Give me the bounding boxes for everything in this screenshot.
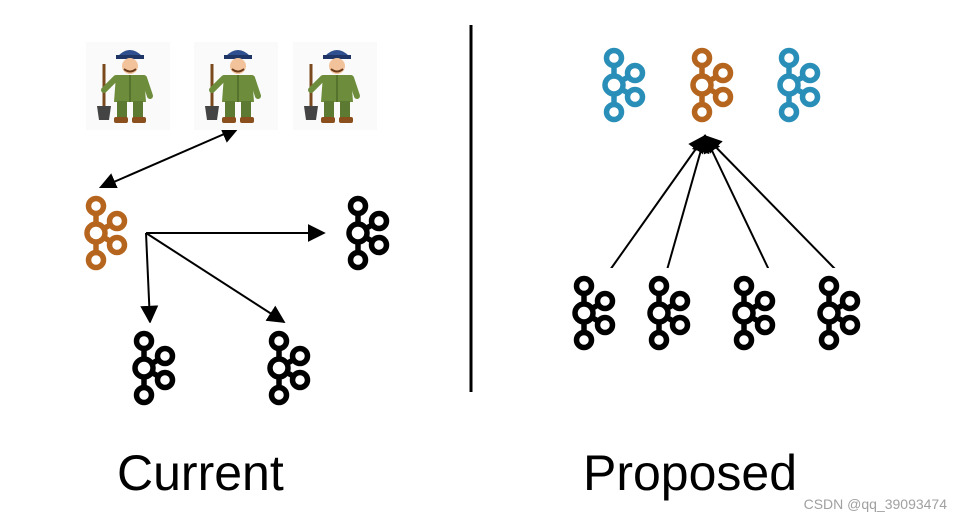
proposed-arrow-2 [666,134,710,271]
proposed-top-kafka-icon-1 [586,40,650,130]
current-target-kafka-icon-1 [330,188,394,278]
worker-icon-3 [293,42,377,130]
proposed-arrow-3 [703,134,770,271]
proposed-arrow-1 [609,134,707,271]
proposed-arrow-4 [703,134,837,271]
worker-icon-1 [86,42,170,130]
current-target-kafka-icon-2 [116,323,180,413]
arrows-layer [98,126,837,324]
proposed-bottom-kafka-icon-2 [631,268,695,358]
worker-to-source-arrow [98,126,240,190]
proposed-bottom-kafka-icon-4 [801,268,865,358]
watermark-text: CSDN @qq_39093474 [803,496,947,512]
current-target-kafka-icon-3 [251,323,315,413]
proposed-caption: Proposed [583,445,798,501]
proposed-top-kafka-icon-2 [674,40,738,130]
proposed-bottom-kafka-icon-1 [556,268,620,358]
proposed-top-kafka-icon-3 [761,40,825,130]
current-source-kafka-icon [68,188,132,278]
proposed-bottom-kafka-icon-3 [716,268,780,358]
worker-icon-2 [194,42,278,130]
source-to-bottom-left-arrow [140,232,159,324]
nodes-layer [68,40,865,413]
source-to-bottom-right-arrow [145,232,286,323]
current-caption: Current [117,445,284,501]
